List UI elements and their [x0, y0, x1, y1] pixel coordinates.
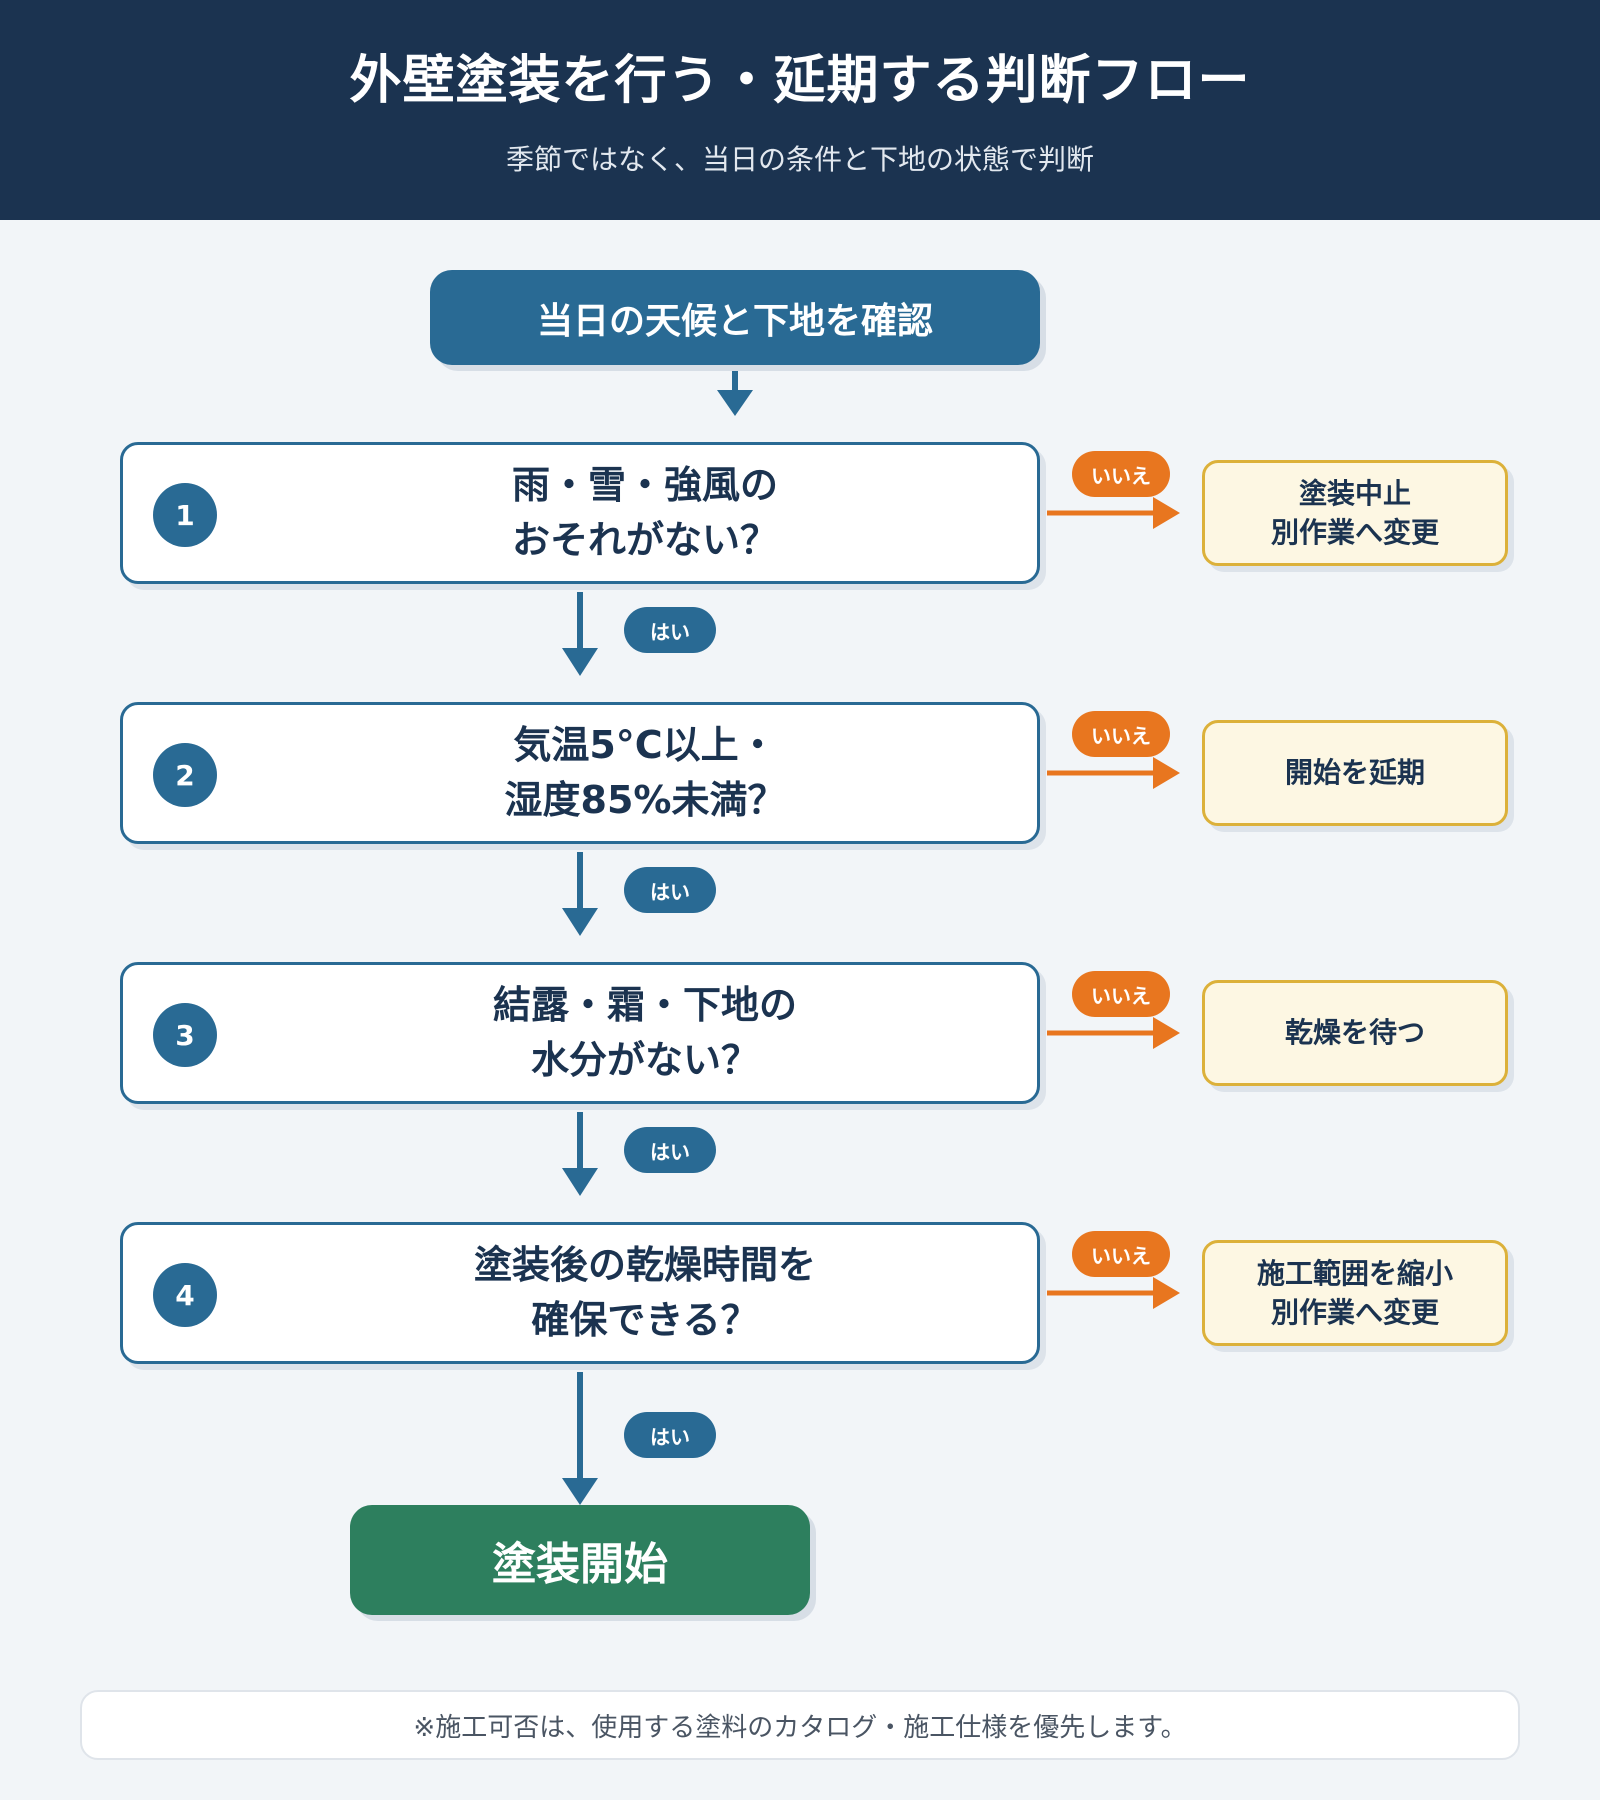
arrowhead-q1	[562, 648, 598, 676]
result-line-1: 乾燥を待つ	[1284, 1016, 1425, 1050]
end-node: 塗装開始	[350, 1505, 810, 1615]
yes-badge-3: はい	[624, 1127, 716, 1173]
question-node-3: 3 結露・霜・下地の 水分がない？	[120, 962, 1040, 1104]
result-node-4: 施工範囲を縮小 別作業へ変更	[1202, 1240, 1508, 1346]
question-line-2: 湿度85%未満？	[504, 778, 786, 822]
question-text: 気温5°C以上・ 湿度85%未満？	[253, 705, 1037, 841]
no-badge-1: いいえ	[1072, 451, 1170, 497]
step-number-badge: 4	[153, 1263, 217, 1327]
no-arrowhead-3	[1153, 1017, 1180, 1049]
no-badge-3: いいえ	[1072, 971, 1170, 1017]
question-line-1: 気温5°C以上・	[513, 722, 777, 767]
question-text: 塗装後の乾燥時間を 確保できる？	[253, 1225, 1037, 1361]
page-subtitle: 季節ではなく、当日の条件と下地の状態で判断	[505, 143, 1094, 176]
step-number-badge: 2	[153, 743, 217, 807]
arrowhead-q4	[562, 1478, 598, 1505]
step-number-badge: 1	[153, 483, 217, 547]
result-line-2: 別作業へ変更	[1270, 516, 1439, 549]
result-line-2: 別作業へ変更	[1270, 1296, 1439, 1329]
question-line-2: おそれがない？	[511, 518, 778, 562]
result-line-1: 開始を延期	[1284, 756, 1425, 790]
result-node-3: 乾燥を待つ	[1202, 980, 1508, 1086]
question-line-2: 確保できる？	[531, 1298, 759, 1342]
question-text: 結露・霜・下地の 水分がない？	[253, 965, 1037, 1101]
start-node: 当日の天候と下地を確認	[430, 270, 1040, 365]
no-arrowhead-1	[1153, 497, 1180, 529]
question-node-4: 4 塗装後の乾燥時間を 確保できる？	[120, 1222, 1040, 1364]
no-badge-2: いいえ	[1072, 711, 1170, 757]
no-arrowhead-2	[1153, 757, 1180, 789]
step-number-badge: 3	[153, 1003, 217, 1067]
question-line-1: 結露・霜・下地の	[492, 982, 797, 1027]
no-arrowhead-4	[1153, 1277, 1180, 1309]
result-node-1: 塗装中止 別作業へ変更	[1202, 460, 1508, 566]
question-line-1: 雨・雪・強風の	[511, 462, 778, 507]
arrowhead-q2	[562, 908, 598, 936]
no-badge-4: いいえ	[1072, 1231, 1170, 1277]
yes-badge-4: はい	[624, 1412, 716, 1458]
result-line-1: 施工範囲を縮小	[1256, 1256, 1453, 1290]
question-node-2: 2 気温5°C以上・ 湿度85%未満？	[120, 702, 1040, 844]
question-node-1: 1 雨・雪・強風の おそれがない？	[120, 442, 1040, 584]
question-line-2: 水分がない？	[530, 1038, 759, 1082]
arrowhead-start	[717, 390, 753, 416]
header: 外壁塗装を行う・延期する判断フロー 季節ではなく、当日の条件と下地の状態で判断	[0, 0, 1600, 220]
result-line-1: 塗装中止	[1298, 476, 1411, 510]
question-text: 雨・雪・強風の おそれがない？	[253, 445, 1037, 581]
yes-badge-1: はい	[624, 607, 716, 653]
arrowhead-q3	[562, 1168, 598, 1196]
yes-badge-2: はい	[624, 867, 716, 913]
footer-note: ※施工可否は、使用する塗料のカタログ・施工仕様を優先します。	[80, 1690, 1520, 1760]
page-title: 外壁塗装を行う・延期する判断フロー	[349, 51, 1251, 111]
question-line-1: 塗装後の乾燥時間を	[473, 1242, 816, 1287]
result-node-2: 開始を延期	[1202, 720, 1508, 826]
